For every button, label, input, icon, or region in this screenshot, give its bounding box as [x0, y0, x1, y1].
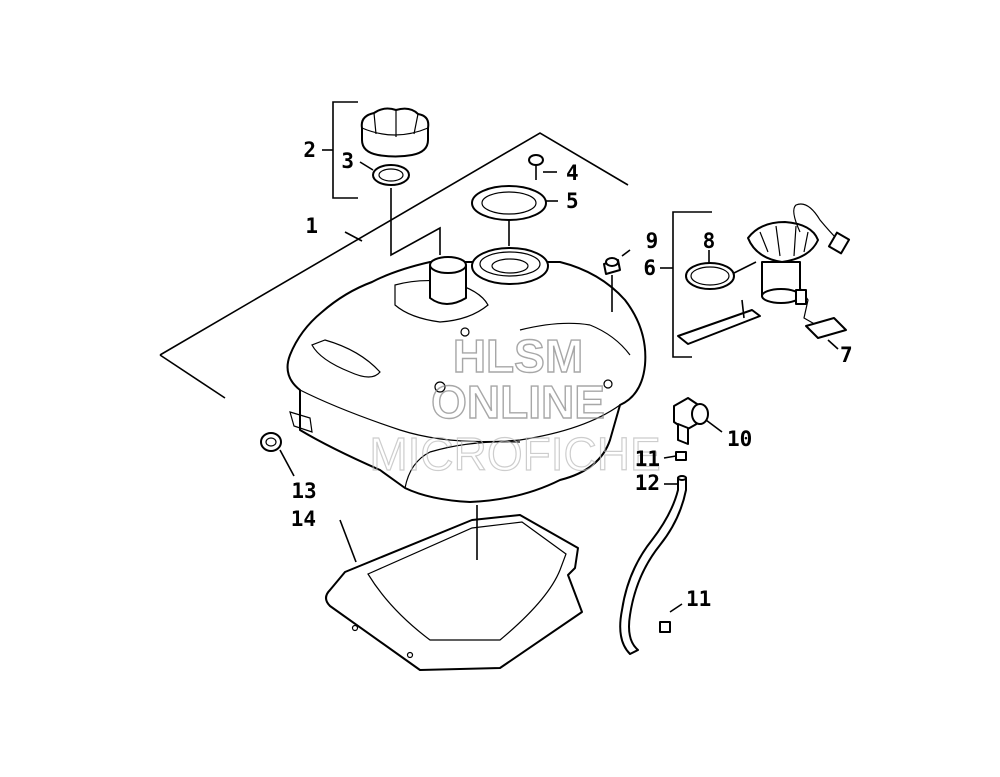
fuel-tank: [286, 247, 647, 503]
callout-14: 14: [291, 507, 316, 531]
grommet: [260, 432, 295, 477]
cap-assembly-bracket: [322, 101, 358, 199]
watermark-online: ONLINE: [431, 376, 605, 428]
watermark-hlsm: HLSM: [453, 330, 583, 382]
pump-connector: [805, 317, 847, 350]
callout-2: 2: [303, 138, 316, 162]
fuel-cap: [360, 107, 430, 158]
callout-5: 5: [566, 189, 579, 213]
vent-hose: [619, 475, 687, 655]
retaining-ring: [471, 185, 558, 246]
cap-gasket: [359, 161, 410, 186]
callout-labels: 1 2 3 4 5 6 7 8 9 10 11 11 12 13 14: [291, 138, 853, 611]
callout-11-upper: 11: [635, 447, 660, 471]
pump-assembly-bracket: [660, 211, 712, 358]
callout-10: 10: [727, 427, 752, 451]
callout-6: 6: [643, 256, 656, 280]
pump-o-ring: [685, 250, 757, 290]
callout-9: 9: [646, 229, 659, 253]
callout-4: 4: [566, 161, 579, 185]
callout-8: 8: [703, 229, 716, 253]
watermark-microfiche: MICROFICHE: [369, 428, 660, 480]
fuel-pump-assembly: [677, 203, 851, 345]
callout-11-lower: 11: [686, 587, 711, 611]
hose-clamp: [663, 451, 687, 461]
tank-assembly-bracket: [159, 132, 629, 399]
tank-skid-plate: [325, 505, 583, 671]
callout-13: 13: [291, 479, 316, 503]
callout-7: 7: [840, 343, 853, 367]
screw: [528, 154, 557, 180]
elbow-fitting: [673, 397, 723, 445]
callout-1: 1: [305, 214, 318, 238]
hose-clamp-lower: [659, 603, 683, 633]
watermark: HLSM ONLINE MICROFICHE: [369, 329, 662, 480]
callout-3: 3: [341, 149, 354, 173]
vent-valve: [603, 249, 631, 312]
cap-leader-line: [390, 188, 441, 257]
callout-12: 12: [635, 471, 660, 495]
